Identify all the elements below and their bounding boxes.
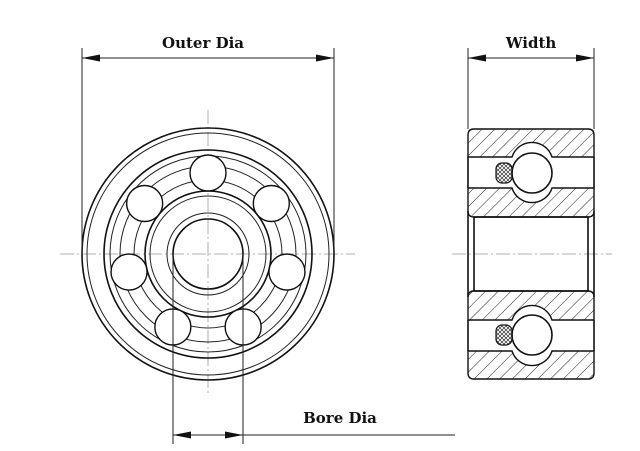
outer-dia-dimension: Outer Dia xyxy=(81,34,335,254)
ball-top-section xyxy=(511,152,553,194)
outer-dia-arrow-right xyxy=(316,54,334,62)
ball-2 xyxy=(252,184,291,223)
ball-7 xyxy=(125,184,164,223)
ball-bottom-section xyxy=(511,314,553,356)
section-view xyxy=(452,128,612,380)
bore-dia-label: Bore Dia xyxy=(303,409,377,427)
outer-ring-bottom-section xyxy=(467,350,595,380)
outer-ring-chamfer xyxy=(86,132,330,376)
outer-dia-arrow-left xyxy=(82,54,100,62)
width-arrow-right xyxy=(576,54,594,62)
width-label: Width xyxy=(505,34,557,52)
ball-set xyxy=(110,154,306,346)
bore-dia-arrow-left xyxy=(173,431,191,439)
seal-bottom xyxy=(495,324,513,346)
bore-section xyxy=(473,216,589,292)
ball-6 xyxy=(110,253,148,291)
bore-dia-dimension: Bore Dia xyxy=(172,254,455,444)
outer-ring-top-section xyxy=(467,128,595,158)
outer-dia-label: Outer Dia xyxy=(162,34,244,52)
outer-ring-inner-edge xyxy=(103,149,313,359)
seal-top xyxy=(495,162,513,184)
ball-1 xyxy=(189,154,227,192)
bore-chamfer xyxy=(166,212,250,296)
bore-dia-arrow-right xyxy=(225,431,243,439)
width-arrow-left xyxy=(468,54,486,62)
width-dimension: Width xyxy=(467,34,595,129)
ball-3 xyxy=(268,253,306,291)
front-view xyxy=(60,110,355,395)
inner-ring-chamfer xyxy=(149,195,267,313)
